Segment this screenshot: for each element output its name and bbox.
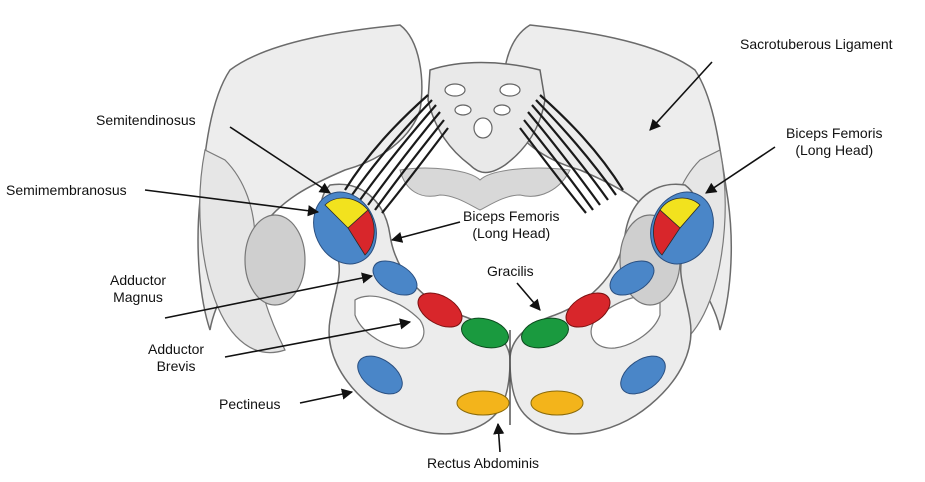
sacral-canal [474, 118, 492, 138]
sacral-foramen [445, 84, 465, 96]
label-biceps-femoris-left: Biceps Femoris (Long Head) [463, 208, 559, 242]
label-biceps-left-line1: Biceps Femoris [463, 208, 559, 225]
label-biceps-femoris-right: Biceps Femoris (Long Head) [786, 125, 882, 159]
label-biceps-left-line2: (Long Head) [463, 225, 559, 242]
label-adductor-brevis-line1: Adductor [148, 341, 204, 358]
label-biceps-right-line1: Biceps Femoris [786, 125, 882, 142]
label-adductor-magnus-line1: Adductor [110, 272, 166, 289]
label-gracilis: Gracilis [487, 263, 534, 280]
label-adductor-brevis-line2: Brevis [148, 358, 204, 375]
label-sacrotuberous-ligament: Sacrotuberous Ligament [740, 36, 893, 53]
sacral-foramen [455, 105, 471, 115]
label-adductor-brevis: Adductor Brevis [148, 341, 204, 375]
left-rectus-abdominis-orange [457, 391, 509, 415]
label-adductor-magnus: Adductor Magnus [110, 272, 166, 306]
arrow-pectineus [300, 392, 352, 403]
arrow-rectus-abdominis [498, 424, 500, 452]
label-semimembranosus: Semimembranosus [6, 182, 127, 199]
label-semitendinosus: Semitendinosus [96, 112, 196, 129]
label-pectineus: Pectineus [219, 396, 280, 413]
arrow-biceps-left [392, 222, 460, 240]
sacral-foramen [500, 84, 520, 96]
label-adductor-magnus-line2: Magnus [110, 289, 166, 306]
right-rectus-abdominis-orange [531, 391, 583, 415]
sacral-lower-body [400, 168, 570, 210]
sacral-foramen [494, 105, 510, 115]
label-rectus-abdominis: Rectus Abdominis [427, 455, 539, 472]
sacrum [428, 63, 545, 173]
label-biceps-right-line2: (Long Head) [786, 142, 882, 159]
arrow-gracilis [517, 283, 540, 310]
